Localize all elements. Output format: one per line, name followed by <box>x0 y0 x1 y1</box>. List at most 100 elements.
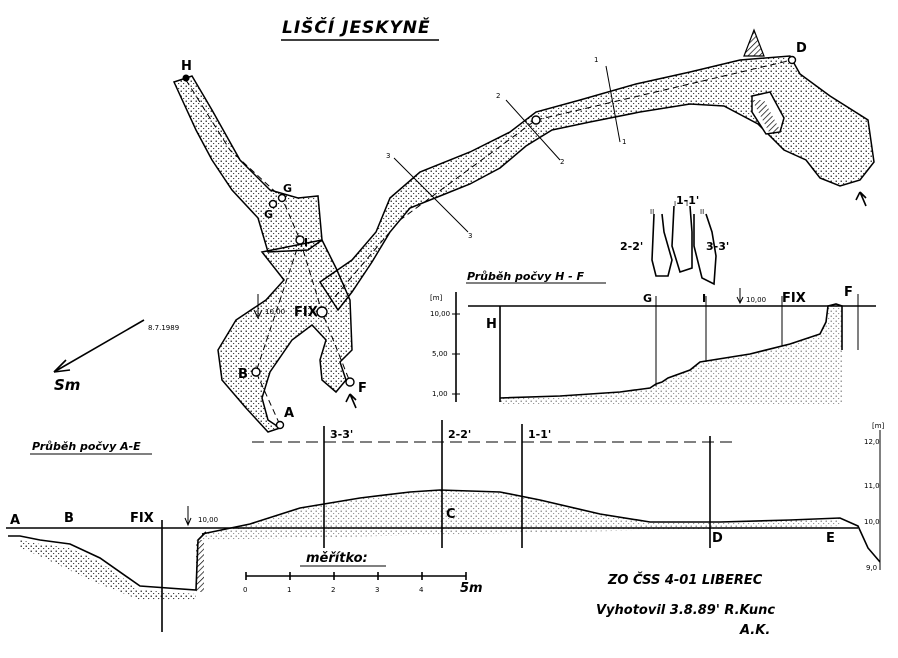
cut-3-top: 3 <box>386 152 390 160</box>
profile-ae-wall <box>196 540 204 592</box>
profile-ae-section-1: 1-1' <box>528 428 551 441</box>
section-3-3 <box>693 213 717 286</box>
plan-depth-arrowhead <box>253 309 263 320</box>
profile-ae-c: C <box>446 507 456 522</box>
profile-hf-depth: 10,00 <box>746 296 766 304</box>
entrance-rock <box>743 28 765 57</box>
label-g2: G <box>264 208 273 221</box>
pillar-hatch <box>752 100 780 134</box>
entrance-arrow-f <box>345 393 357 409</box>
scale-heading: měřítko: <box>306 551 368 566</box>
section-1-1-label: 1-1' <box>676 194 699 207</box>
scale-unit: 5m <box>460 581 483 596</box>
section-3-3-mark: II <box>700 208 704 216</box>
station-f <box>345 377 355 387</box>
profile-ae-d: D <box>712 531 723 546</box>
station-mid <box>531 115 541 125</box>
profile-ae-a: A <box>10 513 20 528</box>
cut-3 <box>393 157 469 233</box>
station-fix <box>316 306 328 318</box>
profile-hf-f: F <box>844 285 853 300</box>
credits: ZO ČSS 4-01 LIBEREC Vyhotovil 3.8.89' R.… <box>596 572 775 638</box>
profile-ae-axis-11: 11,0 <box>864 482 880 490</box>
profile-ae: Průběh počvy A-E 3-3' 2-2' 1-1' A B FIX … <box>6 420 885 632</box>
passage-east <box>318 55 875 312</box>
profile-hf-depth-arrowhead <box>736 296 744 305</box>
label-fix: FIX <box>294 305 318 320</box>
profile-hf-g: G <box>643 292 652 305</box>
profile-hf-i: I <box>702 292 706 305</box>
cut-1-top: 1 <box>594 56 598 64</box>
section-1-1 <box>671 205 693 274</box>
scale-label-0: 0 <box>243 586 247 594</box>
credits-author: Vyhotovil 3.8.89' R.Kunc <box>596 603 775 618</box>
north-label: Sm <box>54 376 80 394</box>
profile-hf-h: H <box>486 317 497 332</box>
profile-ae-b: B <box>64 511 74 526</box>
profile-ae-section-3: 3-3' <box>330 428 353 441</box>
credits-signature: A.K. <box>739 623 770 638</box>
station-i <box>295 235 305 245</box>
entrance-arrow-e <box>855 191 867 207</box>
profile-ae-axis-10: 10,0 <box>864 518 880 526</box>
cut-3-bottom: 3 <box>468 232 472 240</box>
profile-ae-axis-unit: [m] <box>872 422 885 430</box>
label-g: G <box>283 182 292 195</box>
profile-ae-e: E <box>826 531 835 546</box>
label-h: H <box>181 59 192 74</box>
station-h <box>182 74 190 82</box>
profile-ae-fix: FIX <box>130 511 154 526</box>
profile-hf-tick-label-1: 1,00 <box>432 390 448 398</box>
north-arrow-head <box>53 359 71 373</box>
station-g <box>277 193 287 203</box>
title: LIŠČÍ JESKYNĚ <box>282 16 431 38</box>
cut-2-bottom: 2 <box>560 158 564 166</box>
passage-central <box>217 239 353 433</box>
scale-label-3: 3 <box>375 586 379 594</box>
cut-2-top: 2 <box>496 92 500 100</box>
cut-1-bottom: 1 <box>622 138 626 146</box>
profile-hf: Průběh počvy H - F [m] 10,00 5,00 1,00 H… <box>430 194 876 404</box>
north-arrow: Sm 8.7.1989 <box>53 319 179 394</box>
profile-ae-heading: Průběh počvy A-E <box>32 440 141 453</box>
north-date: 8.7.1989 <box>148 324 179 332</box>
station-a <box>275 420 285 430</box>
profile-ae-ceiling-rock <box>202 490 840 540</box>
section-3-3-label: 3-3' <box>706 240 729 253</box>
credits-org: ZO ČSS 4-01 LIBEREC <box>607 572 763 588</box>
station-g2 <box>268 199 278 209</box>
scale-label-1: 1 <box>287 586 291 594</box>
survey-line-east <box>321 59 793 313</box>
label-f: F <box>358 381 367 396</box>
section-2-2-mark: II <box>650 208 654 216</box>
section-1-1-mark-a: I <box>674 200 676 208</box>
north-arrow-line <box>53 319 145 373</box>
section-2-2-label: 2-2' <box>620 240 643 253</box>
profile-ae-axis-12: 12,0 <box>864 438 880 446</box>
section-1-1-mark-b: I <box>686 200 688 208</box>
profile-ae-section-2: 2-2' <box>448 428 471 441</box>
profile-hf-heading: Průběh počvy H - F <box>467 270 585 283</box>
profile-hf-unit: [m] <box>430 294 443 302</box>
station-d <box>787 55 797 65</box>
scale-label-2: 2 <box>331 586 335 594</box>
profile-hf-fix: FIX <box>782 291 806 306</box>
profile-hf-tick-label-5: 5,00 <box>432 350 448 358</box>
label-i: I <box>304 236 308 249</box>
plan-view: H G G I FIX B A F D 10,00 1 1 2 2 3 3 <box>172 28 875 433</box>
passage-h-branch <box>172 75 323 253</box>
scale-label-4: 4 <box>419 586 424 594</box>
label-d: D <box>796 41 807 56</box>
plan-depth-value: 10,00 <box>265 308 285 316</box>
label-b: B <box>238 367 248 382</box>
section-2-2 <box>651 213 673 277</box>
scale-bar: měřítko: 0 1 2 3 4 5m <box>243 551 483 596</box>
profile-hf-tick-label-10: 10,00 <box>430 310 450 318</box>
station-b <box>251 367 261 377</box>
profile-ae-floor-rock <box>20 540 196 600</box>
cut-1 <box>605 65 621 143</box>
profile-hf-rock <box>500 306 842 404</box>
profile-ae-axis-9: 9,0 <box>866 564 877 572</box>
